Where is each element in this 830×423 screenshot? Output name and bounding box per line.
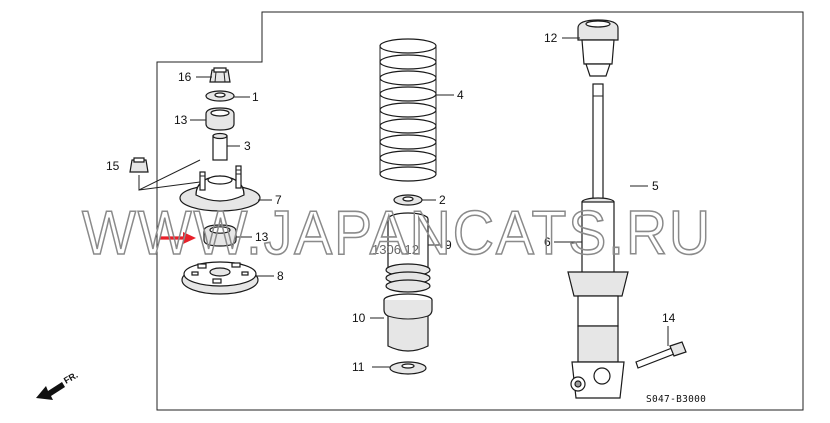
part-13-bushing-upper (205, 107, 235, 131)
callout-3: 3 (244, 139, 251, 153)
part-1-washer (205, 90, 235, 102)
callout-9: 9 (445, 238, 452, 252)
part-15-nut (129, 157, 149, 173)
part-9-dust-boot (385, 212, 431, 293)
callout-5: 5 (652, 179, 659, 193)
part-14-bolt (635, 341, 687, 369)
diagram-frame (156, 11, 804, 411)
callout-2: 2 (439, 193, 446, 207)
diagram-code: S047-B3000 (646, 394, 706, 405)
callout-16: 16 (178, 70, 192, 84)
stamp-text: 1306.12 (372, 242, 419, 257)
callout-13-lower: 13 (255, 230, 269, 244)
callout-15: 15 (106, 159, 120, 173)
part-7-mount-base (179, 165, 261, 212)
callout-11: 11 (352, 360, 365, 374)
callout-13-upper: 13 (174, 113, 188, 127)
part-3-collar (212, 132, 228, 161)
highlight-arrow (160, 232, 196, 244)
svg-text:FR.: FR. (62, 370, 80, 386)
callout-10: 10 (352, 311, 366, 325)
part-8-spring-seat (181, 261, 259, 295)
part-13-bushing-lower (203, 224, 237, 247)
callout-8: 8 (277, 269, 284, 283)
part-12-stopper (577, 19, 619, 77)
callout-12: 12 (544, 31, 558, 45)
callout-14: 14 (662, 311, 676, 325)
part-10-bump-rubber (383, 293, 433, 352)
part-11-washer (389, 361, 427, 375)
leader-15-bracket (138, 159, 201, 191)
callout-6: 6 (544, 235, 551, 249)
part-6-shock-absorber (567, 83, 629, 399)
callout-1: 1 (252, 90, 259, 104)
part-4-coil-spring (379, 38, 437, 182)
front-direction-indicator: FR. (36, 370, 80, 400)
callout-4: 4 (457, 88, 464, 102)
callout-7: 7 (275, 193, 282, 207)
watermark-text: WWW.JAPANCATS.RU (82, 199, 712, 268)
part-16-nut (209, 67, 231, 83)
